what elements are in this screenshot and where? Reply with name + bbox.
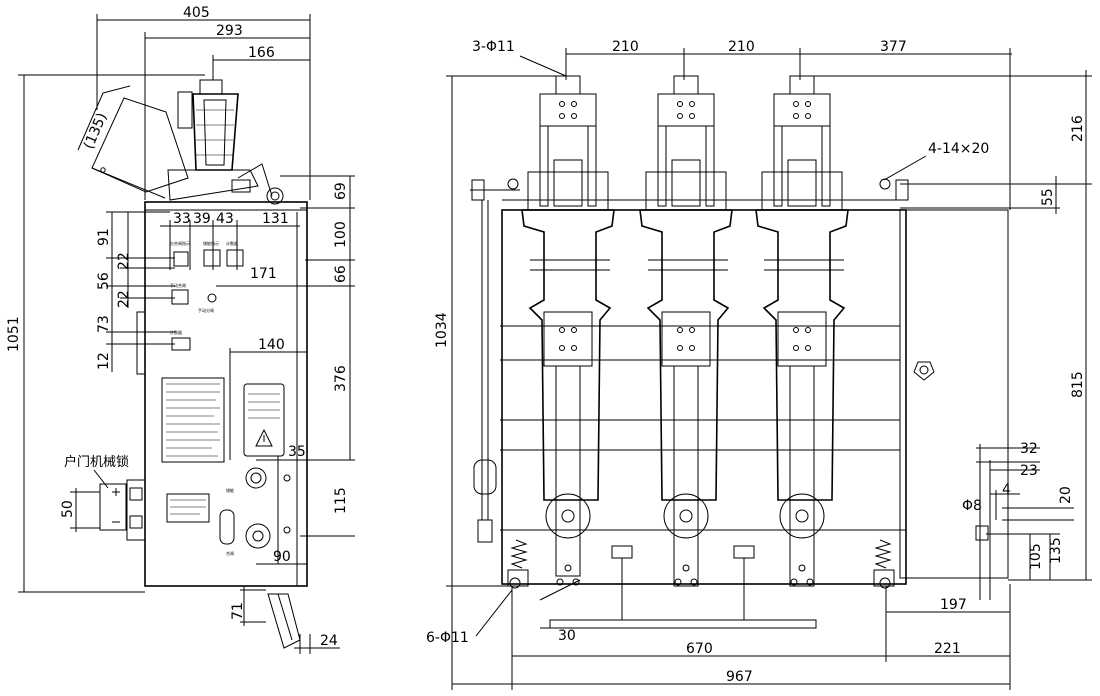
dim-50: 50 <box>60 500 76 518</box>
front-top-dims: 3-Φ11 210 210 377 <box>472 39 1012 210</box>
side-panel-body <box>126 201 308 587</box>
side-right-dims: 69 100 66 171 <box>216 175 355 287</box>
side-bottom-lever: 71 24 <box>230 586 340 654</box>
dim-35: 35 <box>288 444 306 460</box>
side-indicator-dims: 33 39 43 131 分合闸指示 储能指示 计数器 手动分闸 手动合闸 计数… <box>160 211 300 351</box>
front-right-dims: 216 55 815 4-14×20 <box>800 70 1092 581</box>
dim-43: 43 <box>216 211 234 227</box>
dim-135-front: 135 <box>1048 537 1064 564</box>
dim-73: 73 <box>96 315 112 333</box>
phase-b <box>639 75 733 587</box>
side-view: 405 293 166 1051 (135) <box>6 5 355 654</box>
dim-20: 20 <box>1058 486 1074 504</box>
svg-text:手动分闸: 手动分闸 <box>198 307 214 313</box>
side-knobs: 储能 合闸 35 115 90 <box>219 444 355 565</box>
dim-22b: 22 <box>116 290 132 308</box>
dim-23: 23 <box>1020 463 1038 479</box>
dim-66: 66 <box>333 265 349 283</box>
dim-33: 33 <box>173 211 191 227</box>
dim-405: 405 <box>183 5 210 21</box>
dim-phi8: Φ8 <box>962 498 982 514</box>
dim-140: 140 <box>258 337 285 353</box>
side-top-dimensions: 405 293 166 <box>96 5 311 200</box>
dim-22a: 22 <box>116 252 132 270</box>
dim-4: 4 <box>1002 482 1011 498</box>
side-left-dims: 91 22 56 22 73 12 <box>96 211 175 372</box>
dim-216: 216 <box>1070 115 1086 142</box>
dim-210-a: 210 <box>612 39 639 55</box>
dim-24: 24 <box>320 633 338 649</box>
dim-135-paren: (135) <box>81 111 110 152</box>
dim-32: 32 <box>1020 441 1038 457</box>
dim-69: 69 <box>333 182 349 200</box>
dim-56: 56 <box>96 272 112 290</box>
svg-text:储能: 储能 <box>226 487 234 493</box>
dim-815: 815 <box>1070 371 1086 398</box>
dim-376: 376 <box>333 365 349 392</box>
side-door-lock: 户门机械锁 50 <box>60 454 129 532</box>
dim-90: 90 <box>273 549 291 565</box>
svg-text:计数器: 计数器 <box>226 240 238 246</box>
svg-text:计数器: 计数器 <box>170 329 182 335</box>
side-height-dimension: 1051 <box>6 74 205 593</box>
front-bottom-dims: 197 6-Φ11 30 670 221 967 <box>426 584 1011 690</box>
dim-1051: 1051 <box>6 316 22 352</box>
dim-39: 39 <box>193 211 211 227</box>
dim-12: 12 <box>96 352 112 370</box>
slots-4-14x20: 4-14×20 <box>928 141 989 157</box>
side-labels <box>161 377 285 523</box>
dim-670: 670 <box>686 641 713 657</box>
front-view: 3-Φ11 210 210 377 216 55 815 4-14×20 <box>426 39 1092 690</box>
dim-91: 91 <box>96 228 112 246</box>
front-left-height: 1034 <box>434 75 566 587</box>
dim-293: 293 <box>216 23 243 39</box>
dim-210-b: 210 <box>728 39 755 55</box>
dim-55: 55 <box>1040 188 1056 206</box>
side-arm: (135) <box>77 85 189 199</box>
front-right-small-dims: 32 23 4 Φ8 20 135 105 <box>962 441 1074 600</box>
svg-text:手动合闸: 手动合闸 <box>170 282 186 288</box>
dim-221: 221 <box>934 641 961 657</box>
phase-a <box>521 75 615 586</box>
dim-197: 197 <box>940 597 967 613</box>
dim-131: 131 <box>262 211 289 227</box>
dim-166: 166 <box>248 45 275 61</box>
dim-171: 171 <box>250 266 277 282</box>
front-bottom <box>507 539 895 629</box>
side-mid-dims: 140 376 <box>229 285 355 461</box>
dim-115: 115 <box>333 487 349 514</box>
holes-3-phi11: 3-Φ11 <box>472 39 515 55</box>
holes-6-phi11: 6-Φ11 <box>426 630 469 646</box>
dim-377: 377 <box>880 39 907 55</box>
svg-text:储能指示: 储能指示 <box>203 240 219 246</box>
dim-967: 967 <box>726 669 753 685</box>
phase-c <box>755 75 849 587</box>
side-bushing <box>167 62 284 205</box>
dim-100: 100 <box>333 221 349 248</box>
front-frame <box>470 178 1009 585</box>
svg-text:分合闸指示: 分合闸指示 <box>170 240 190 246</box>
dim-71: 71 <box>230 602 246 620</box>
svg-text:合闸: 合闸 <box>226 550 234 556</box>
door-lock-label: 户门机械锁 <box>64 454 129 470</box>
dim-1034: 1034 <box>434 312 450 348</box>
dim-30: 30 <box>558 628 576 644</box>
dim-105: 105 <box>1028 543 1044 570</box>
